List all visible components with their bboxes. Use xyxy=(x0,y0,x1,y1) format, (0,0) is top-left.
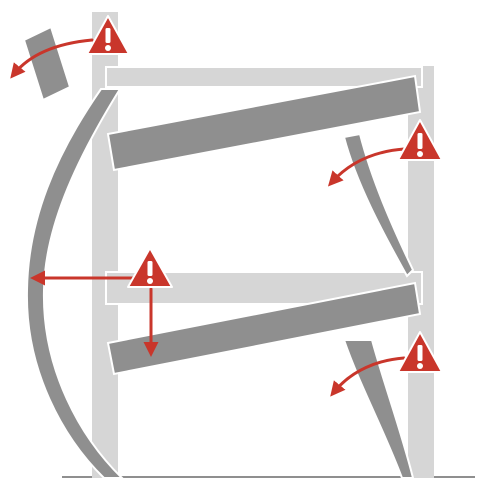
bent-right-upper-member xyxy=(342,132,415,278)
top-beam-upper xyxy=(105,66,423,88)
damaged-members xyxy=(22,25,422,479)
bent-right-lower-member xyxy=(342,339,415,479)
warning-triangle-icon xyxy=(397,331,443,373)
fallen-fragment xyxy=(22,25,72,102)
lower-slanted-beam xyxy=(106,281,422,376)
arrow-right-upper xyxy=(327,147,406,187)
warning-icons xyxy=(86,15,443,373)
deflection-arrows xyxy=(10,38,406,397)
arrow-top-left xyxy=(10,38,94,79)
arrow-right-lower xyxy=(330,356,406,397)
warning-triangle-icon xyxy=(86,15,130,55)
warning-triangle-icon xyxy=(397,119,443,161)
bent-left-upright xyxy=(25,88,125,479)
upper-slanted-beam xyxy=(106,74,422,172)
warning-triangle-icon xyxy=(127,247,173,288)
